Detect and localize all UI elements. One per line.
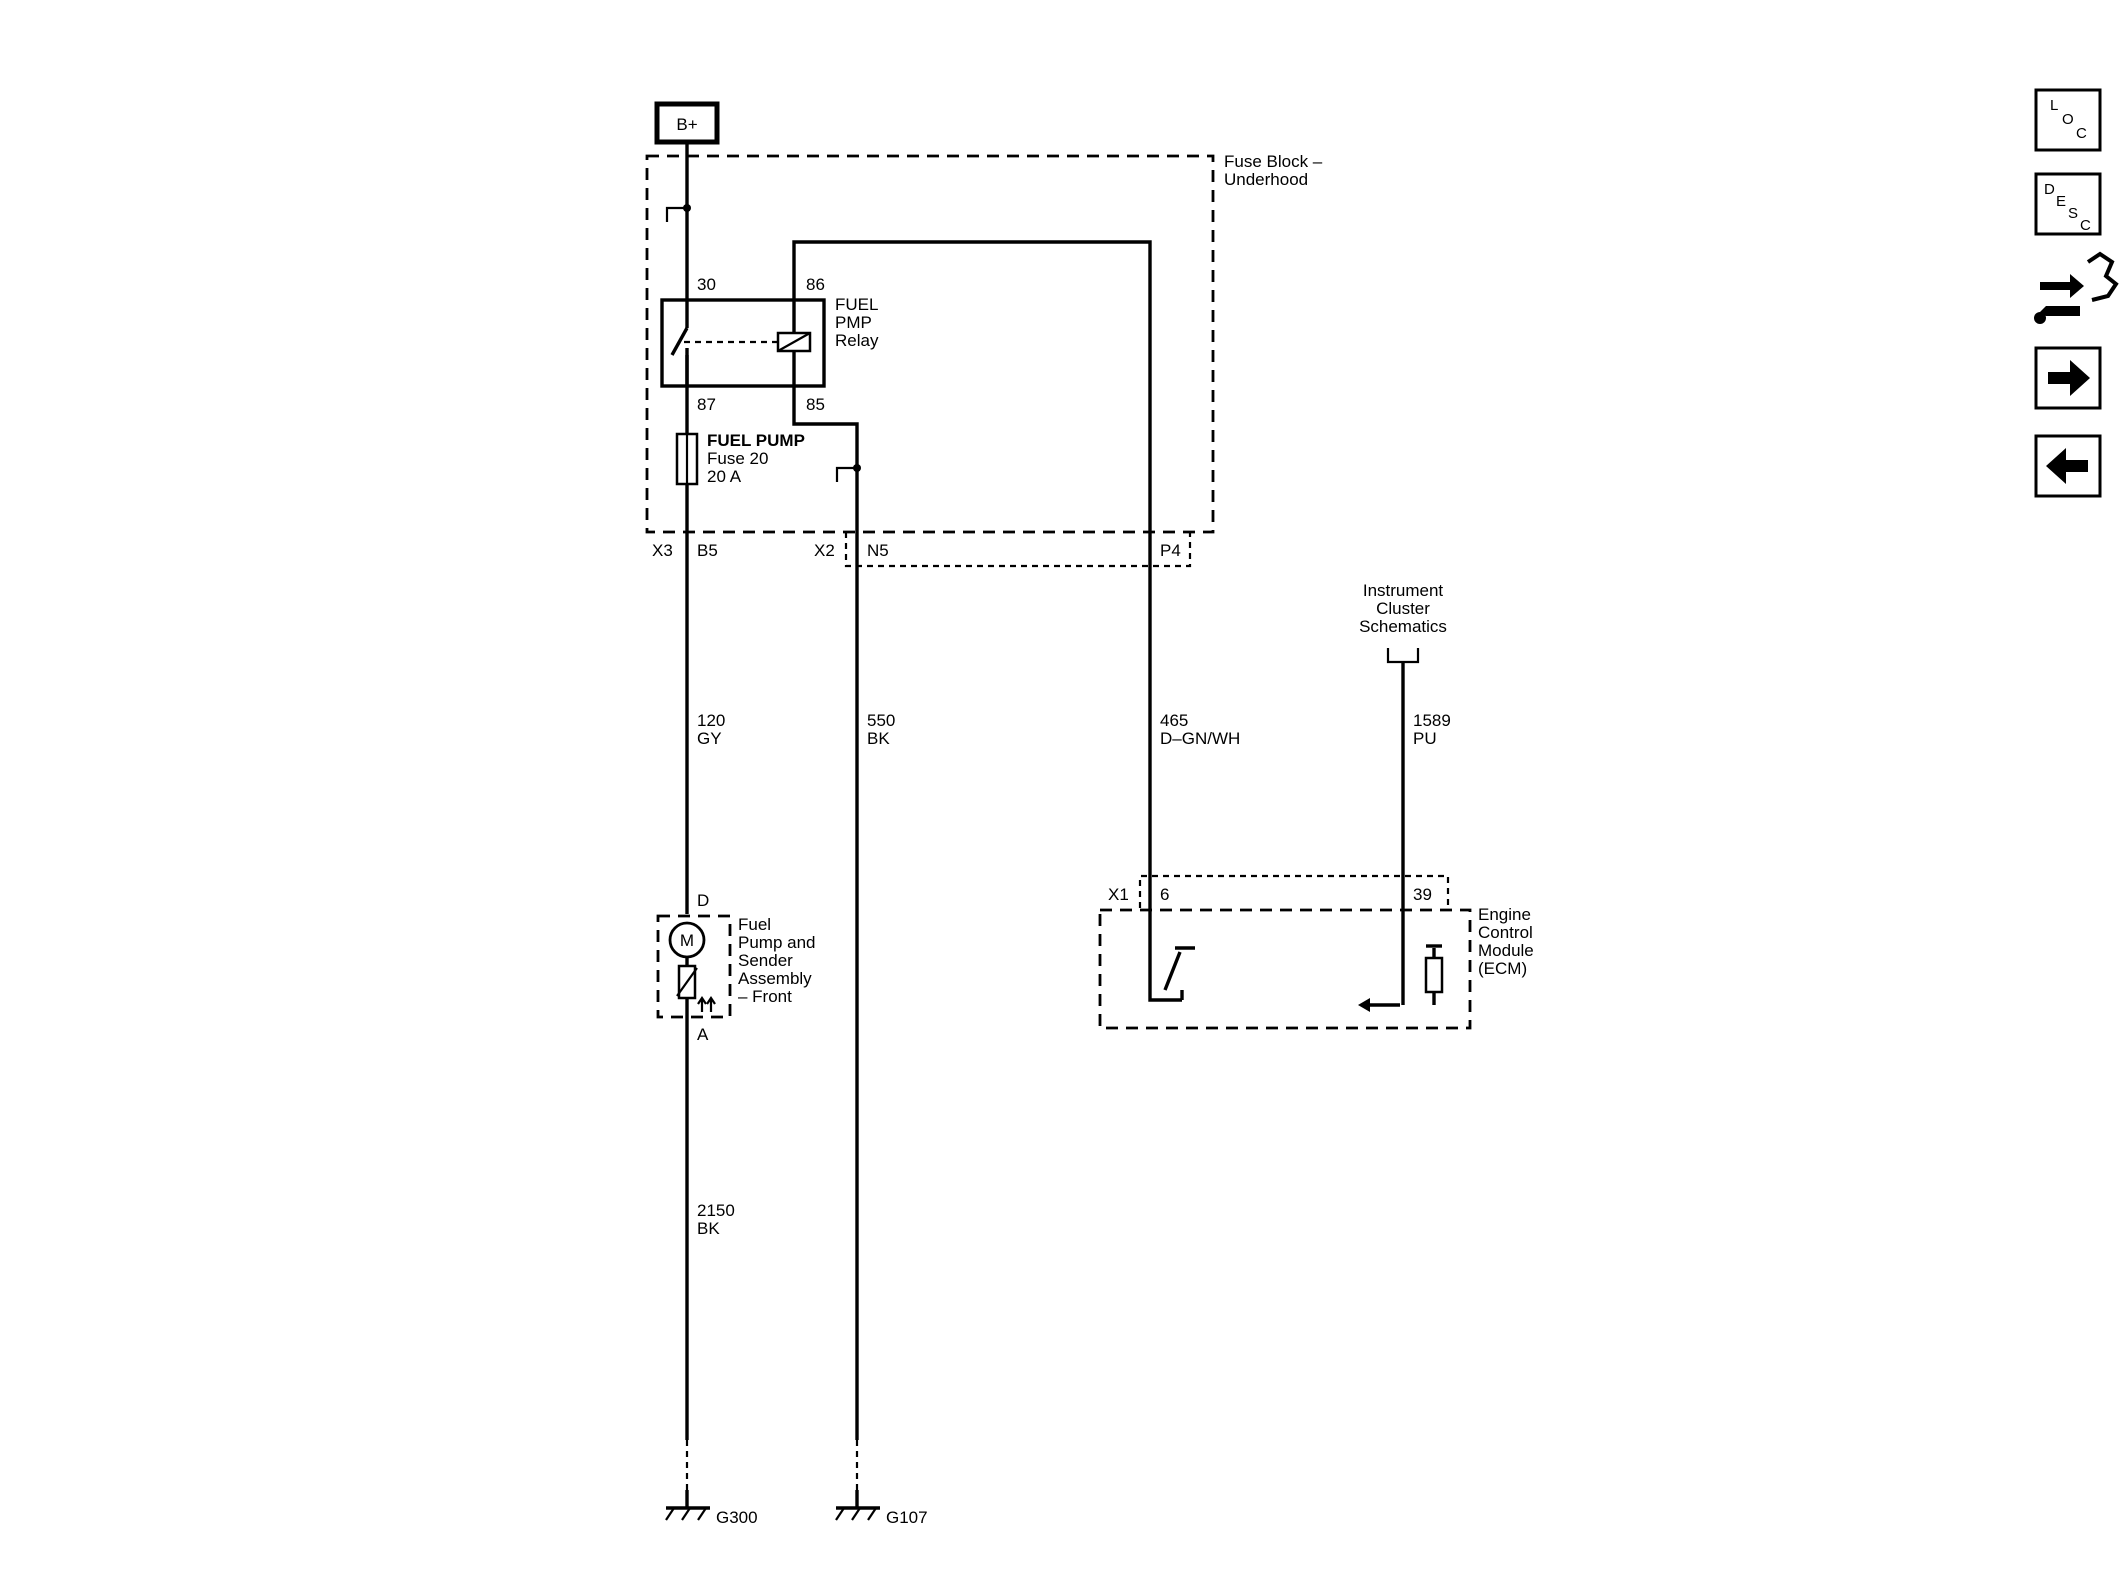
- svg-text:Engine: Engine: [1478, 905, 1531, 924]
- svg-text:FUEL: FUEL: [835, 295, 878, 314]
- svg-text:20 A: 20 A: [707, 467, 742, 486]
- svg-text:6: 6: [1160, 885, 1169, 904]
- svg-text:550: 550: [867, 711, 895, 730]
- previous-page-button[interactable]: [2034, 434, 2102, 498]
- svg-text:Fuse 20: Fuse 20: [707, 449, 768, 468]
- svg-text:Sender: Sender: [738, 951, 793, 970]
- svg-text:PU: PU: [1413, 729, 1437, 748]
- svg-text:GY: GY: [697, 729, 722, 748]
- battery-power-label: B+: [654, 101, 720, 145]
- svg-text:120: 120: [697, 711, 725, 730]
- connector-wrench-icon: [2034, 251, 2119, 324]
- next-page-button[interactable]: [2034, 346, 2102, 410]
- engine-control-module: X1 6 39 Engine Control Module (ECM): [1098, 874, 1534, 1030]
- svg-text:Underhood: Underhood: [1224, 170, 1308, 189]
- fuel-pump-sender-assembly: D M A Fuel Pump and Sender Assembly – Fr…: [656, 891, 816, 1044]
- arrow-left-icon: [2046, 448, 2088, 484]
- svg-text:85: 85: [806, 395, 825, 414]
- svg-text:39: 39: [1413, 885, 1432, 904]
- fuel-pump-relay: 30 86 87 85 FUEL PMP Relay: [660, 275, 879, 414]
- svg-text:G300: G300: [716, 1508, 758, 1527]
- svg-text:L: L: [2050, 97, 2058, 114]
- svg-text:2150: 2150: [697, 1201, 735, 1220]
- svg-text:– Front: – Front: [738, 987, 792, 1006]
- svg-text:Fuse Block –: Fuse Block –: [1224, 152, 1323, 171]
- svg-text:E: E: [2056, 193, 2066, 210]
- svg-text:B+: B+: [676, 115, 697, 134]
- connector-tool-button[interactable]: [2034, 251, 2119, 324]
- svg-text:Assembly: Assembly: [738, 969, 812, 988]
- svg-text:S: S: [2068, 205, 2078, 222]
- svg-text:Pump and: Pump and: [738, 933, 816, 952]
- svg-text:D: D: [697, 891, 709, 910]
- fuse-block-connectors: X3 B5 X2 N5 P4: [652, 532, 1192, 568]
- svg-text:C: C: [2080, 217, 2091, 234]
- svg-text:Module: Module: [1478, 941, 1534, 960]
- svg-text:M: M: [680, 931, 694, 950]
- svg-text:X1: X1: [1108, 885, 1129, 904]
- svg-text:87: 87: [697, 395, 716, 414]
- svg-text:D–GN/WH: D–GN/WH: [1160, 729, 1240, 748]
- svg-text:PMP: PMP: [835, 313, 872, 332]
- svg-text:Cluster: Cluster: [1376, 599, 1430, 618]
- svg-text:Relay: Relay: [835, 331, 879, 350]
- wire-relay-ground-550: [792, 386, 859, 1490]
- wire-1589: [1358, 662, 1405, 1012]
- svg-text:N5: N5: [867, 541, 889, 560]
- svg-text:P4: P4: [1160, 541, 1181, 560]
- description-button[interactable]: D E S C: [2034, 172, 2102, 236]
- svg-text:D: D: [2044, 181, 2055, 198]
- svg-text:C: C: [2076, 125, 2087, 142]
- svg-text:G107: G107: [886, 1508, 928, 1527]
- ground-g300: G300: [665, 1490, 758, 1527]
- location-button[interactable]: L O C: [2034, 88, 2102, 152]
- svg-text:X2: X2: [814, 541, 835, 560]
- svg-text:Control: Control: [1478, 923, 1533, 942]
- svg-text:(ECM): (ECM): [1478, 959, 1527, 978]
- splice-relay-ground: [835, 464, 861, 482]
- wire-relay-control-465: [792, 240, 1182, 1002]
- svg-text:465: 465: [1160, 711, 1188, 730]
- fuse-block-underhood: Fuse Block – Underhood: [645, 152, 1323, 534]
- svg-text:BK: BK: [867, 729, 890, 748]
- svg-text:BK: BK: [697, 1219, 720, 1238]
- svg-text:O: O: [2062, 111, 2074, 128]
- svg-text:Instrument: Instrument: [1363, 581, 1444, 600]
- fuel-pump-fuse: FUEL PUMP Fuse 20 20 A: [675, 431, 805, 486]
- svg-text:30: 30: [697, 275, 716, 294]
- splice-top: [665, 204, 691, 222]
- instrument-cluster-reference[interactable]: Instrument Cluster Schematics: [1359, 581, 1447, 664]
- svg-text:86: 86: [806, 275, 825, 294]
- svg-text:B5: B5: [697, 541, 718, 560]
- svg-text:Fuel: Fuel: [738, 915, 771, 934]
- svg-text:FUEL PUMP: FUEL PUMP: [707, 431, 805, 450]
- svg-text:A: A: [697, 1025, 709, 1044]
- circuit-labels: 120 GY 550 BK 465 D–GN/WH 1589 PU 2150 B…: [697, 711, 1451, 1238]
- svg-text:Schematics: Schematics: [1359, 617, 1447, 636]
- svg-text:1589: 1589: [1413, 711, 1451, 730]
- svg-text:X3: X3: [652, 541, 673, 560]
- arrow-right-icon: [2048, 360, 2090, 396]
- ground-g107: G107: [835, 1490, 928, 1527]
